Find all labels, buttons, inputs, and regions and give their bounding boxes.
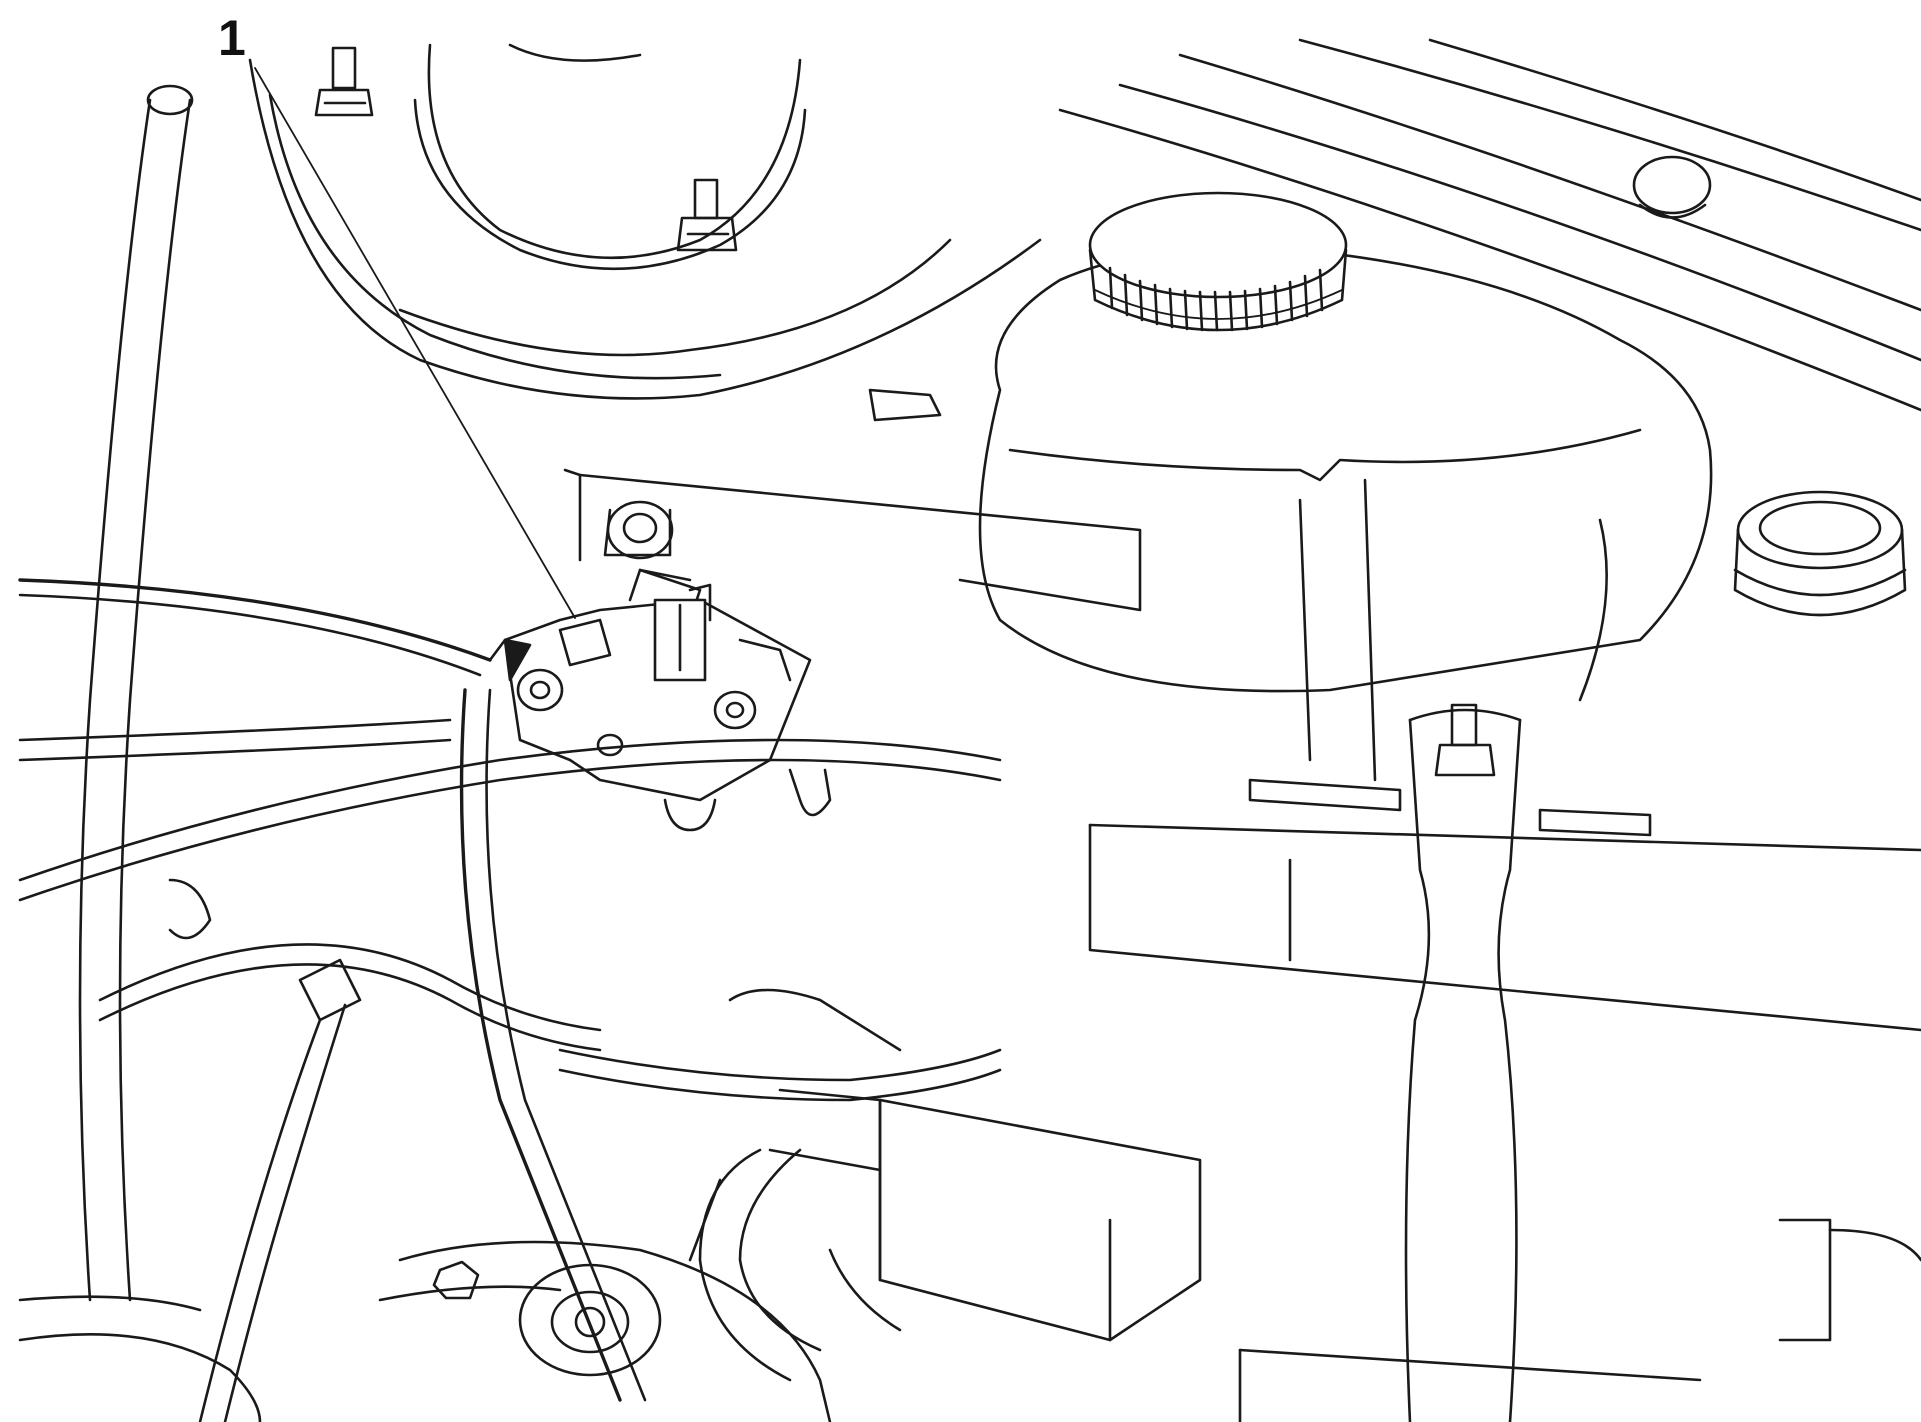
callout-1: 1 xyxy=(218,10,576,619)
bonnet-stay xyxy=(1404,703,1522,1422)
brake-fluid-reservoir xyxy=(978,246,1713,782)
connector-block xyxy=(768,1088,1202,1342)
hose-loop-lower xyxy=(688,1148,822,1382)
lower-left-wheel-arc xyxy=(18,1295,262,1422)
hoses-left xyxy=(18,84,1002,1302)
wiring-harness xyxy=(18,578,647,1402)
lower-left-bolt xyxy=(432,1260,480,1300)
lower-right-details xyxy=(1238,1218,1921,1422)
callout-1-label: 1 xyxy=(218,10,246,66)
strut-tower-mount xyxy=(248,43,1042,422)
reservoir-cap xyxy=(1088,191,1348,332)
cross-member xyxy=(1088,778,1921,1032)
bracket-plate xyxy=(563,468,1142,612)
filler-neck xyxy=(1733,490,1907,617)
lower-hoses xyxy=(558,988,1002,1102)
fender-edges xyxy=(1058,38,1921,412)
bracket-tabs xyxy=(663,768,832,832)
lower-mount xyxy=(378,1240,832,1422)
sensor-bracket xyxy=(503,568,812,802)
clamp-fitting xyxy=(198,958,362,1422)
bracket-bolt xyxy=(603,500,674,560)
callout-leader-line xyxy=(254,67,576,619)
mount-bolt-centre xyxy=(676,178,738,252)
cap-knurling xyxy=(1108,266,1324,332)
mount-bolt-top-left xyxy=(314,46,374,117)
